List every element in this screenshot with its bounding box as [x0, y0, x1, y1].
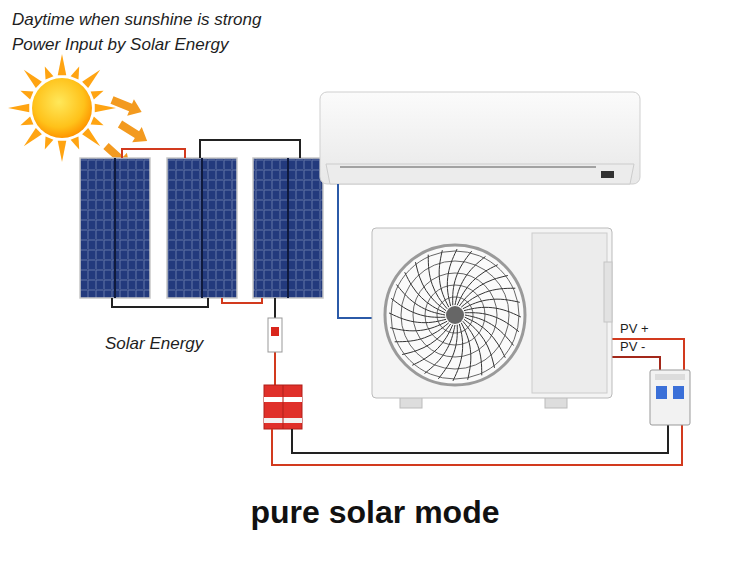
pipe: [338, 184, 372, 318]
grille-spoke: [391, 298, 445, 317]
breaker-body: [650, 370, 690, 425]
sun-symbol: [8, 54, 116, 162]
panel-label: Solar Energy: [105, 334, 203, 354]
indoor-louver: [326, 164, 634, 184]
sunlight-arrow: [109, 92, 145, 121]
sun-ray: [20, 117, 33, 126]
panel-seam: [287, 158, 289, 298]
wire: [274, 298, 276, 318]
grille-spoke: [464, 319, 495, 368]
solar-panels: [80, 158, 323, 298]
grille-ring: [425, 285, 485, 345]
wire: [112, 298, 208, 307]
sun-ray: [82, 70, 100, 88]
fan-grille: [389, 249, 521, 381]
sun-ray: [58, 54, 67, 75]
sun-ray: [91, 91, 104, 100]
wire: [222, 298, 262, 303]
grille-spoke: [428, 255, 447, 309]
surge-divider: [283, 385, 284, 429]
sun-ray: [8, 104, 29, 113]
note-text: Daytime when sunshine is strong: [12, 10, 261, 30]
sunlight-arrow: [115, 116, 152, 148]
surge-body: [264, 385, 302, 429]
wire: [612, 357, 660, 370]
grille-ring: [413, 273, 497, 357]
outdoor-body: [372, 228, 612, 398]
sun-ray: [82, 128, 100, 146]
breaker-label-plate: [655, 374, 685, 380]
grille-spoke: [463, 321, 482, 375]
fan-hub: [446, 306, 464, 324]
sun-ray: [58, 141, 67, 162]
sun-disc: [32, 78, 92, 138]
grille-spoke: [453, 251, 472, 305]
wire: [122, 149, 185, 158]
grille-spoke: [461, 288, 515, 307]
solar-panel: [167, 158, 237, 298]
sun-ray: [24, 128, 42, 146]
ac-breaker: [650, 370, 690, 425]
note-text: Power Input by Solar Energy: [12, 35, 228, 55]
sun-ray: [71, 137, 80, 150]
fan-ring: [385, 245, 525, 385]
sun-ray: [45, 66, 54, 79]
panel-seam: [114, 158, 116, 298]
wire: [274, 352, 276, 385]
grille-spoke: [465, 315, 514, 345]
breaker-toggle: [673, 386, 684, 399]
sun-ray: [45, 137, 54, 150]
terminal-label: PV -: [620, 340, 645, 355]
outdoor-unit: [372, 228, 612, 408]
grille-spoke: [402, 324, 451, 355]
grille-ring: [391, 251, 519, 379]
outdoor-valve-cover: [604, 262, 612, 322]
indoor-display: [601, 171, 614, 178]
panel-seam: [201, 158, 203, 298]
dc-breaker: [268, 318, 282, 352]
grille-spoke: [438, 325, 457, 379]
indoor-slot: [340, 166, 596, 168]
solar-panel: [80, 158, 150, 298]
wire: [272, 425, 682, 465]
sun-ray: [20, 91, 33, 100]
grille-spoke: [415, 262, 446, 311]
wire: [200, 140, 300, 158]
indoor-unit: [320, 92, 640, 184]
solar-panel: [253, 158, 323, 298]
caption: pure solar mode: [251, 494, 500, 531]
breaker-toggle: [656, 386, 667, 399]
grille-spoke: [425, 325, 455, 374]
breaker-body: [268, 318, 282, 352]
grille-spoke: [465, 313, 519, 332]
terminal-label: PV +: [620, 322, 649, 337]
wire: [292, 425, 668, 453]
grille-spoke: [459, 275, 508, 306]
sun-ray: [91, 117, 104, 126]
breaker-toggle: [271, 327, 279, 336]
grille-spoke: [396, 285, 445, 315]
indoor-body: [320, 92, 640, 184]
sun-ray: [95, 104, 116, 113]
grille-ring: [401, 261, 509, 369]
surge-protector: [264, 385, 302, 429]
grille-spoke: [455, 256, 485, 305]
outdoor-side-panel: [532, 233, 607, 393]
sun-ray: [71, 66, 80, 79]
wire: [612, 339, 684, 370]
grille-spoke: [395, 323, 449, 342]
sun-ray: [24, 70, 42, 88]
